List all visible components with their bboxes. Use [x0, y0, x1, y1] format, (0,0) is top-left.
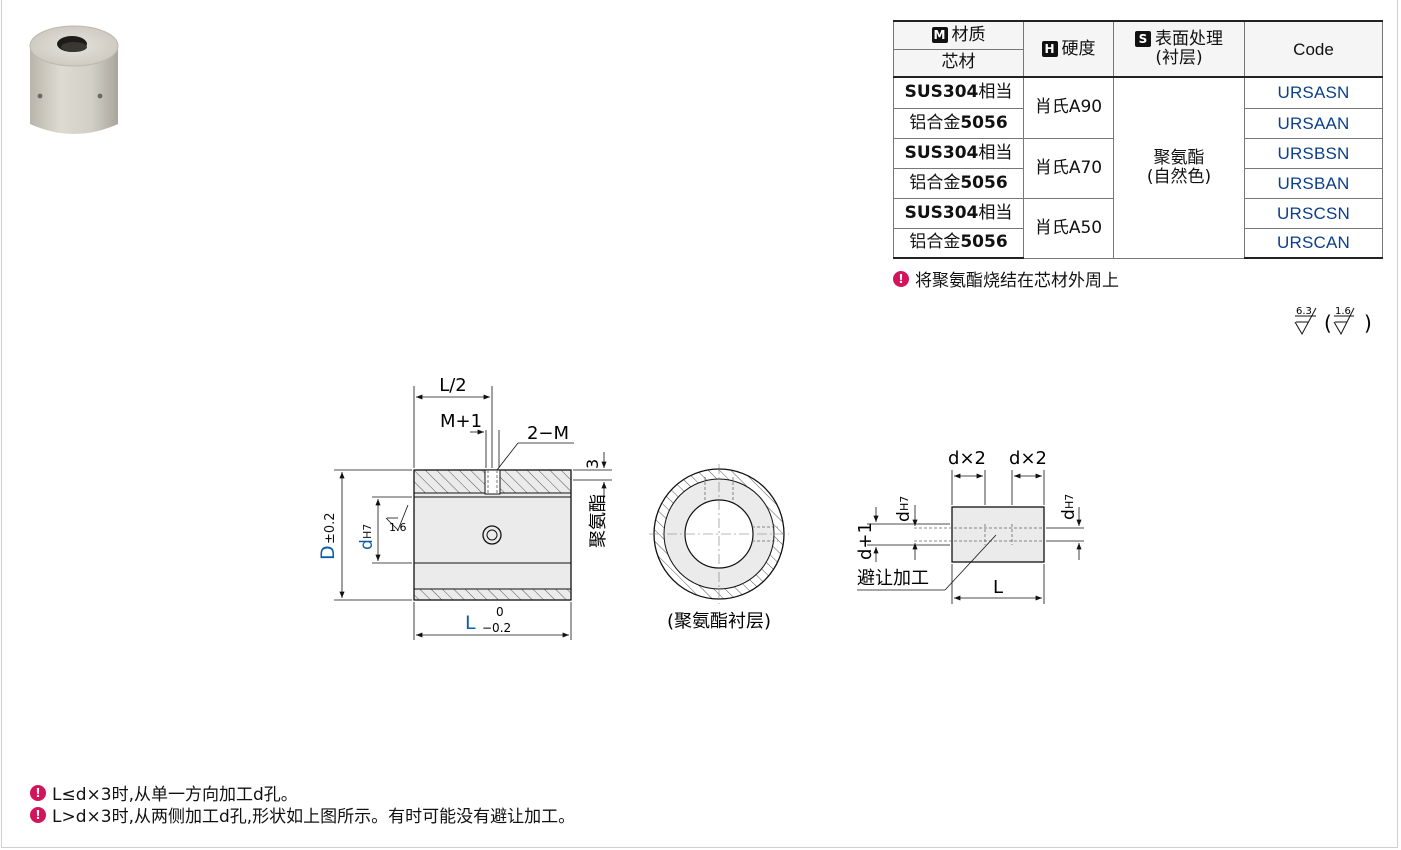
- hardness-cell: 肖氏A70: [1023, 137, 1114, 199]
- material-cell: SUS304相当: [893, 137, 1024, 169]
- table-note: ! 将聚氨酯烧结在芯材外周上: [893, 266, 1119, 291]
- roughness-value-sub: 1.6: [1335, 306, 1351, 317]
- table-row: 铝合金5056 URSAAN: [893, 107, 1383, 139]
- header-code: Code: [1244, 20, 1383, 78]
- code-link[interactable]: URSCAN: [1244, 227, 1383, 259]
- table-row: SUS304相当 肖氏A90 聚氨酯(自然色) URSASN: [893, 76, 1383, 259]
- warning-icon: !: [893, 270, 909, 287]
- table-row: SUS304相当 肖氏A50 URSCSN: [893, 197, 1383, 259]
- code-link[interactable]: URSBAN: [1244, 167, 1383, 199]
- warning-icon: !: [30, 784, 46, 801]
- warning-icon: !: [30, 806, 46, 823]
- material-cell: 铝合金5056: [893, 167, 1024, 199]
- code-link[interactable]: URSBSN: [1244, 137, 1383, 169]
- code-link[interactable]: URSASN: [1244, 76, 1383, 109]
- material-cell: 铝合金5056: [893, 227, 1024, 259]
- bottom-note-2: ! L>d×3时,从两侧加工d孔,形状如上图所示。有时可能没有避让加工。: [30, 802, 575, 827]
- product-photo: [29, 25, 119, 134]
- hardness-badge: H: [1041, 40, 1058, 57]
- svg-text:(: (: [1324, 311, 1332, 335]
- bottom-note-1: ! L≤d×3时,从单一方向加工d孔。: [30, 780, 298, 805]
- material-cell: SUS304相当: [893, 76, 1024, 109]
- roughness-value-main: 6.3: [1296, 306, 1312, 317]
- hardness-cell: 肖氏A50: [1023, 197, 1114, 259]
- table-row: 铝合金5056 URSCAN: [893, 227, 1383, 259]
- material-badge: M: [931, 27, 948, 43]
- surface-badge: S: [1135, 31, 1151, 47]
- table-row: 铝合金5056 URSBAN: [893, 167, 1383, 199]
- roughness-symbols: 6.3 ( 1.6 ): [1294, 306, 1372, 336]
- header-core-label: 芯材: [894, 49, 1023, 72]
- material-cell: SUS304相当: [893, 197, 1024, 229]
- header-surface-sub: (衬层): [1155, 48, 1203, 68]
- surface-cell: 聚氨酯(自然色): [1113, 76, 1245, 259]
- hardness-cell: 肖氏A90: [1023, 76, 1114, 139]
- code-link[interactable]: URSCSN: [1244, 197, 1383, 229]
- material-cell: 铝合金5056: [893, 107, 1024, 139]
- code-link[interactable]: URSAAN: [1244, 107, 1383, 139]
- table-row: SUS304相当 肖氏A70 URSBSN: [893, 137, 1383, 199]
- svg-text:): ): [1364, 311, 1372, 335]
